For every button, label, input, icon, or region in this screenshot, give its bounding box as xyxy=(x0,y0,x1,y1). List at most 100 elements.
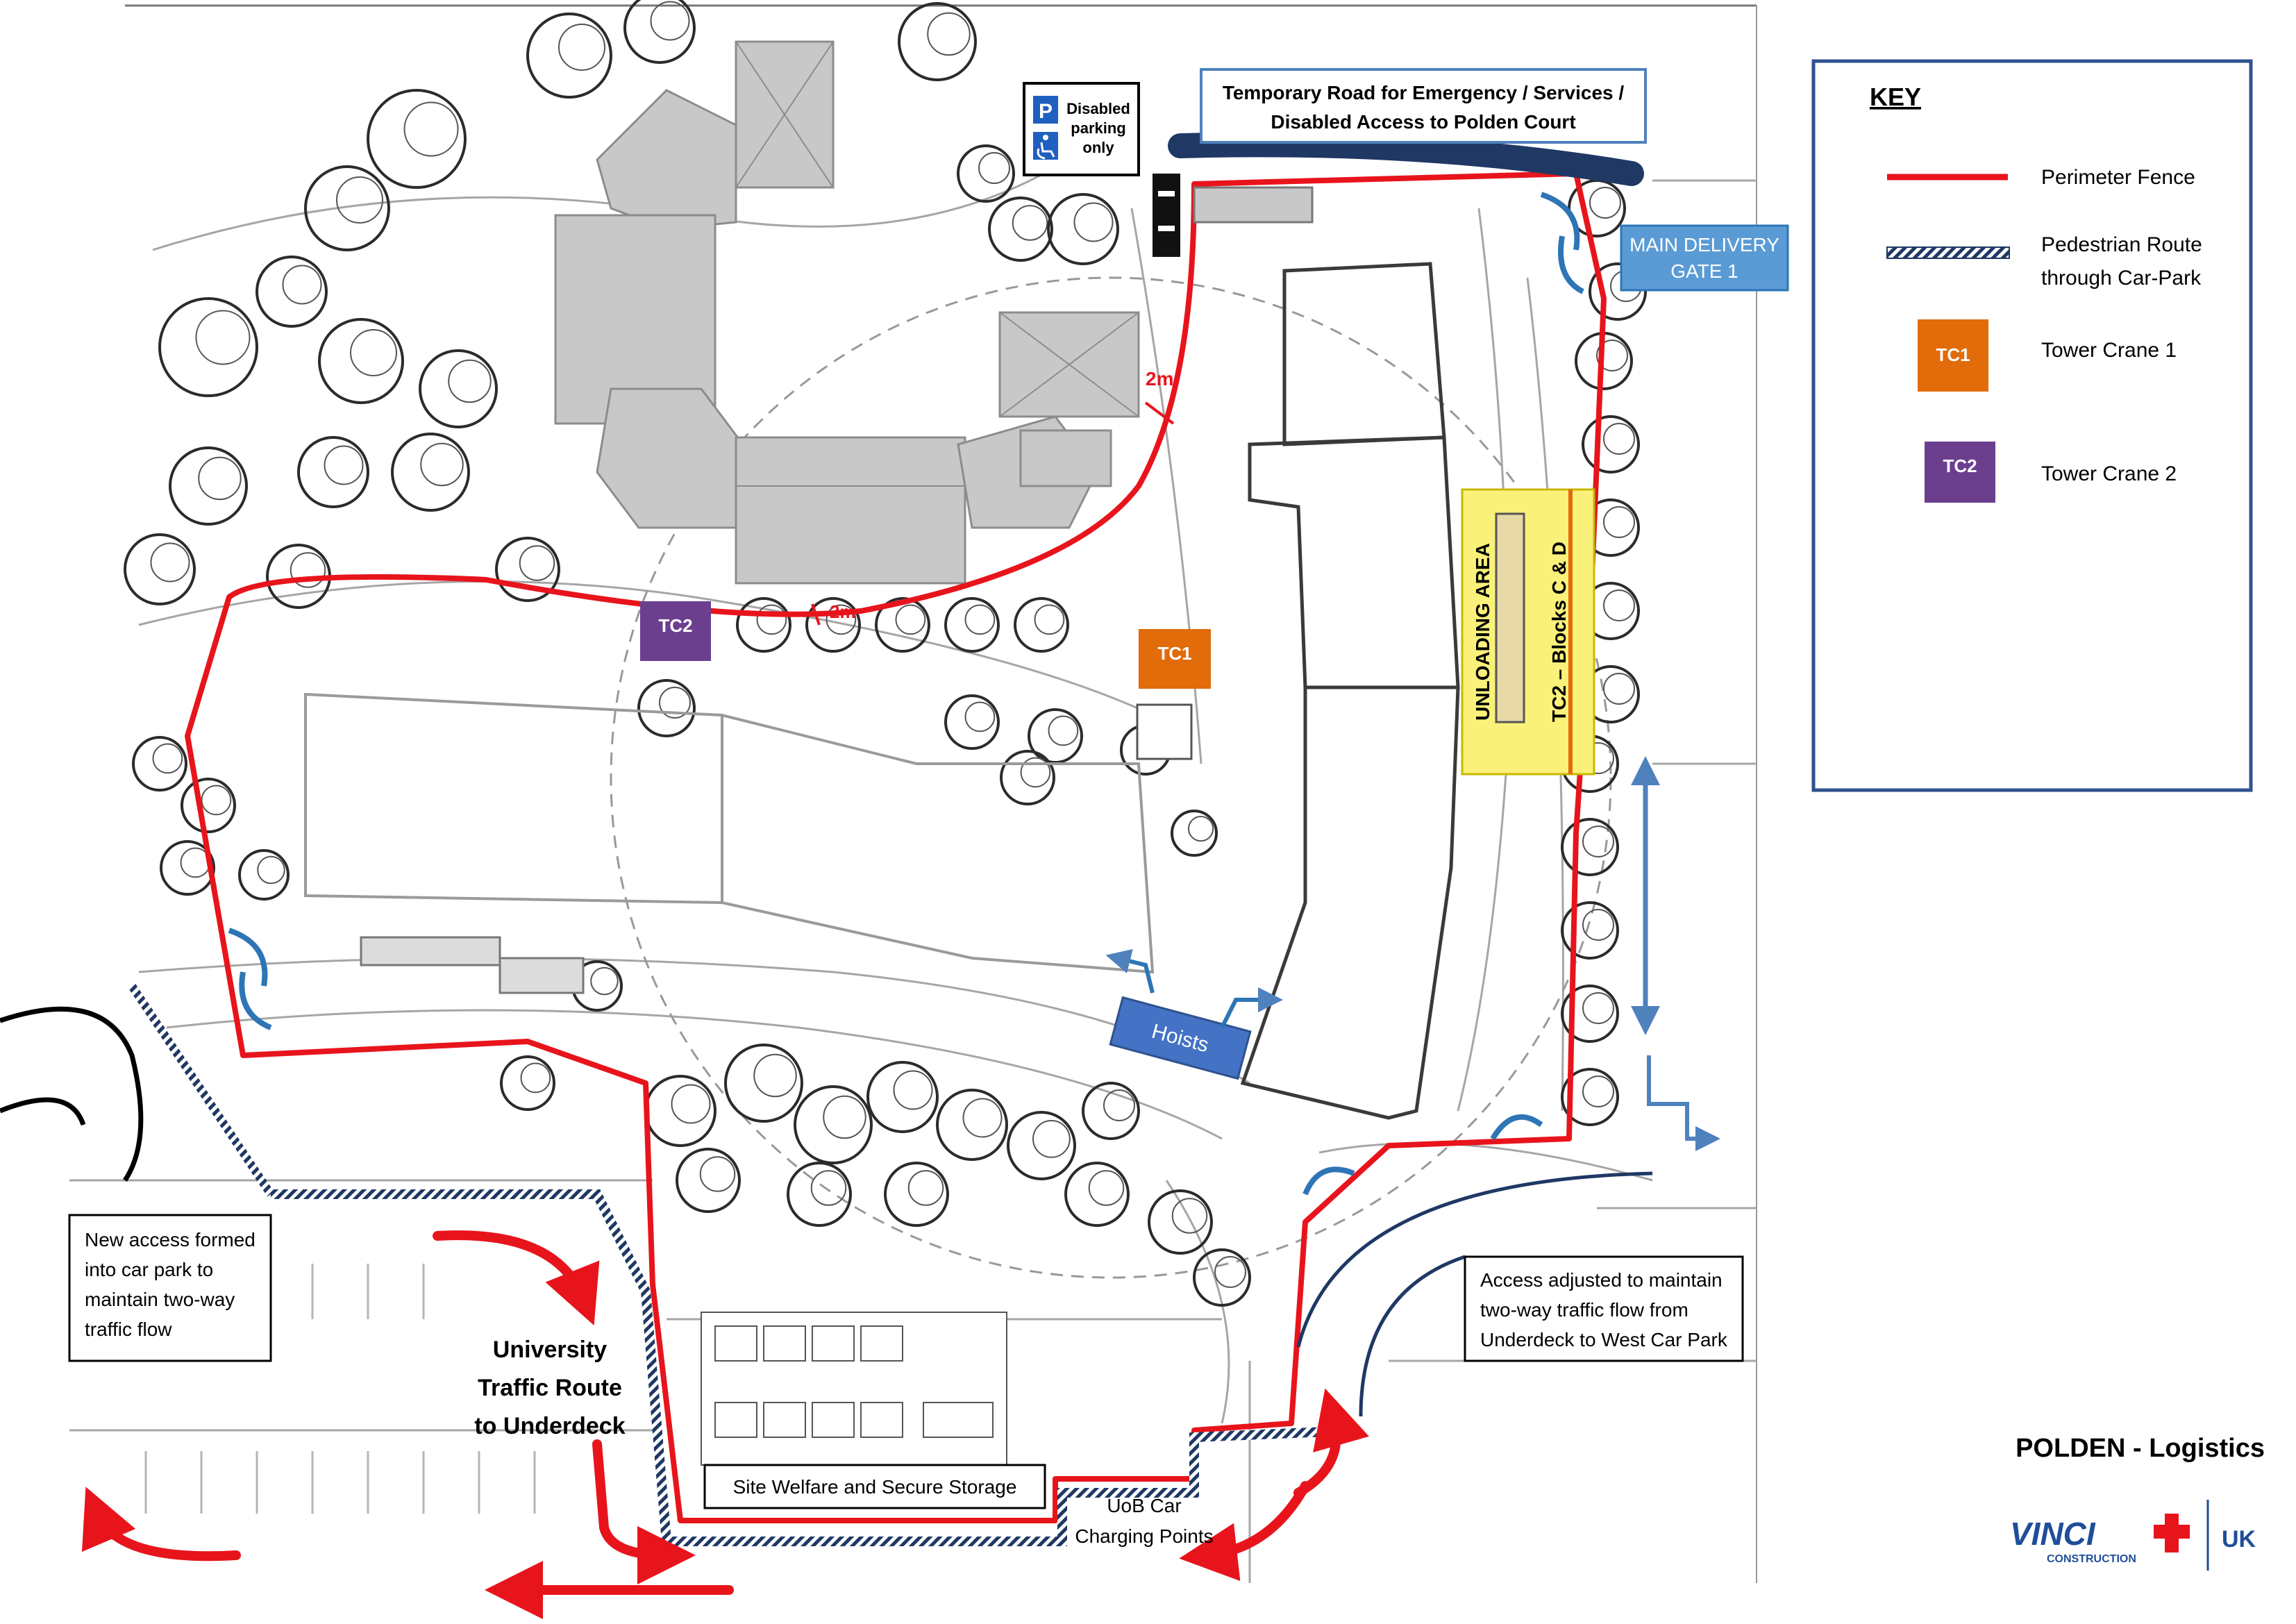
tree-canopy-detail xyxy=(978,152,1010,184)
parking-p-icon xyxy=(1033,96,1058,124)
tree-icon xyxy=(367,89,467,189)
tree-icon xyxy=(1171,810,1218,857)
vinci-logo-uk: UK xyxy=(2222,1526,2256,1552)
access-adjusted-line-3: Underdeck to West Car Park xyxy=(1480,1329,1728,1350)
tree-canopy-detail xyxy=(1020,757,1051,788)
tree-icon xyxy=(297,436,369,508)
tree-icon xyxy=(787,1162,852,1227)
tree-icon xyxy=(1589,262,1647,321)
tree-icon xyxy=(1014,597,1069,653)
tree-icon xyxy=(160,840,215,896)
tree-icon xyxy=(304,165,390,251)
temp-road-line-1: Temporary Road for Emergency / Services … xyxy=(1223,82,1625,103)
temp-road-box xyxy=(1200,68,1647,144)
roof-lines xyxy=(735,41,1139,487)
tree-icon xyxy=(255,256,328,328)
tree-canopy-detail xyxy=(1073,202,1114,242)
tree-icon xyxy=(318,318,404,404)
tree-canopy-detail xyxy=(201,785,232,816)
new-access-box xyxy=(68,1214,272,1362)
access-adjusted-line-1: Access adjusted to maintain xyxy=(1480,1269,1723,1291)
tree-canopy-detail xyxy=(659,687,691,719)
tree-canopy-detail xyxy=(964,701,996,733)
tree-canopy-detail xyxy=(519,545,555,581)
tree-icon xyxy=(1582,415,1640,474)
tree-canopy-detail xyxy=(195,310,251,365)
tree-icon xyxy=(1148,1189,1213,1255)
new-access-line-4: traffic flow xyxy=(85,1319,172,1340)
tree-icon xyxy=(988,196,1053,262)
dimension-2m: 2m 2m xyxy=(811,368,1175,626)
delivery-truck-icon xyxy=(1495,512,1525,723)
tc1-marker-label: TC1 xyxy=(1157,643,1191,664)
hoist-arrow-right xyxy=(1220,987,1283,1029)
tree-canopy-detail xyxy=(558,24,605,71)
vinci-logo-sub: CONSTRUCTION xyxy=(2047,1553,2136,1565)
tree-canopy-detail xyxy=(1589,187,1621,219)
tree-canopy-detail xyxy=(1103,1089,1135,1121)
disabled-sign-line-1: Disabled xyxy=(1066,100,1130,117)
perimeter-fence xyxy=(185,171,1607,1523)
tree-canopy-detail xyxy=(699,1156,736,1192)
tree-canopy-detail xyxy=(1088,1170,1125,1206)
tree-icon xyxy=(623,0,696,64)
tree-icon xyxy=(495,537,560,602)
tree-icon xyxy=(724,1044,803,1123)
tree-canopy-detail xyxy=(150,542,190,583)
tree-icon xyxy=(1007,1111,1076,1180)
tree-canopy-detail xyxy=(1012,205,1048,241)
tc2-marker-label: TC2 xyxy=(658,615,692,636)
svg-text:P: P xyxy=(1039,100,1053,123)
charging-line-1: UoB Car xyxy=(1107,1495,1181,1516)
tree-icon xyxy=(736,597,791,653)
tree-canopy-detail xyxy=(336,176,383,224)
tree-canopy-detail xyxy=(753,1053,797,1098)
tree-canopy-detail xyxy=(290,552,326,588)
tree-canopy-detail xyxy=(152,743,183,774)
tree-icon xyxy=(637,679,696,737)
tree-canopy-detail xyxy=(650,1,690,41)
block-a-outline xyxy=(304,692,1155,974)
new-blocks-outline xyxy=(1240,262,1460,1120)
tree-canopy-detail xyxy=(1032,1120,1071,1158)
tree-canopy-detail xyxy=(520,1062,551,1094)
temporary-road xyxy=(1168,132,1644,186)
tree-icon xyxy=(1000,750,1055,805)
key-panel xyxy=(1811,59,2253,792)
new-access-line-1: New access formed xyxy=(85,1229,255,1250)
crane-radius xyxy=(610,276,1612,1279)
truck-icon xyxy=(1193,186,1314,224)
tree-icon xyxy=(676,1148,741,1213)
tree-icon xyxy=(1561,985,1619,1043)
key-ped-label-1: Pedestrian Route xyxy=(2041,233,2202,256)
svg-text:2m: 2m xyxy=(1146,368,1173,390)
tree-icon xyxy=(1193,1248,1251,1307)
tree-canopy-detail xyxy=(1582,826,1614,857)
tc1-marker xyxy=(1139,629,1211,689)
access-road-edge xyxy=(0,1006,144,1182)
tree-canopy-detail xyxy=(350,329,397,376)
tree-canopy-detail xyxy=(895,604,926,635)
tree-canopy-detail xyxy=(893,1070,933,1110)
university-route-line-3: to Underdeck xyxy=(474,1413,625,1439)
tc2-blocks-label: TC2 – Blocks C & D xyxy=(1548,542,1570,722)
tree-icon xyxy=(158,297,258,397)
key-heading: KEY xyxy=(1870,83,1921,111)
blue-exit-arrow xyxy=(1647,1055,1720,1151)
university-route-line-2: Traffic Route xyxy=(478,1375,622,1401)
tree-canopy-detail xyxy=(1582,909,1614,941)
key-tc1-swatch xyxy=(1918,319,1988,392)
university-route-line-1: University xyxy=(493,1337,607,1363)
tree-icon xyxy=(1561,1068,1619,1126)
tc2-marker xyxy=(640,601,711,661)
tree-icon xyxy=(944,597,1000,653)
tree-canopy-detail xyxy=(1582,992,1614,1024)
gate-arcs xyxy=(228,192,1584,1196)
tree-canopy-detail xyxy=(964,604,996,635)
tree-canopy-detail xyxy=(756,604,787,635)
vinci-logo: VINCI CONSTRUCTION UK xyxy=(2010,1500,2256,1571)
tree-icon xyxy=(181,778,236,833)
tree-canopy-detail xyxy=(257,855,285,885)
tree-canopy-detail xyxy=(1214,1256,1246,1288)
